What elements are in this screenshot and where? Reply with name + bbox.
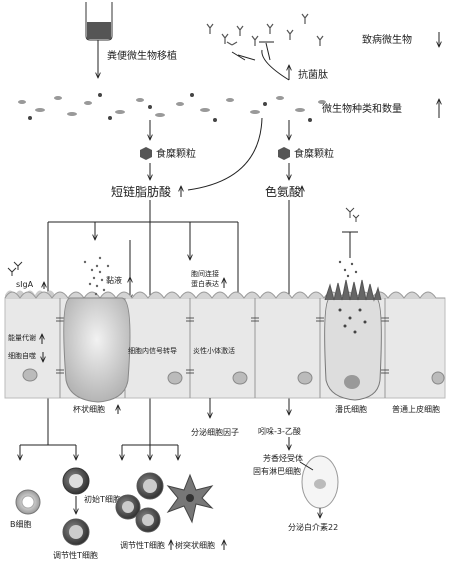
pathogen-label-group: 致病微生物 [362,32,439,47]
ilc-cell [301,455,339,509]
chyme-label-2: 食糜颗粒 [294,147,334,160]
tight-junction-label-1: 胞间连接 [191,269,219,278]
chyme-icon [140,147,152,160]
treg-cell [62,518,90,546]
b-cell [15,489,41,515]
dendritic-cell [166,473,214,524]
dc-label: 树突状细胞 [175,540,215,550]
paneth-cell [324,207,382,401]
secrete-factor-label: 分泌细胞因子 [191,427,239,437]
tryptophan-label: 色氨酸 [265,184,301,199]
il22-label: 分泌白介素22 [288,522,338,532]
autophagy-label: 细胞自噬 [8,351,36,360]
chyme-icon [278,147,290,160]
mucus-label: 黏液 [106,275,122,285]
treg-label-2: 调节性T细胞 [120,540,165,550]
tight-junction-label-2: 蛋白表达 [191,279,219,288]
paneth-label: 潘氏细胞 [335,404,367,414]
goblet-label: 杯状细胞 [73,404,105,414]
chyme-label-1: 食糜颗粒 [156,147,196,160]
antimicrobial-label: 抗菌肽 [298,68,328,81]
scfa-label: 短链脂肪酸 [111,184,171,199]
naive-t-label: 初始T细胞 [84,494,121,504]
treg-label-1: 调节性T细胞 [53,550,98,560]
b-cell-label: B细胞 [10,519,32,529]
diversity-label: 微生物种类和数量 [322,102,402,115]
ilc-label: 固有淋巴细胞 [253,466,301,476]
fmt-label: 粪便微生物移植 [107,49,177,62]
energy-label: 能量代谢 [8,333,36,342]
microbe-band [18,93,326,122]
epithelial-label: 普通上皮细胞 [392,404,440,414]
pathogen-icons [206,13,324,46]
naive-t-cell [62,467,90,495]
siga-icons [7,261,23,276]
treg-cluster [115,472,164,533]
beaker-icon [85,2,113,41]
ahr-label: 芳香烃受体 [263,453,303,463]
pathogen-label: 致病微生物 [362,33,412,46]
inflammasome-label: 炎性小体激活 [193,346,235,355]
goblet-cell [63,256,131,403]
indole-label: 吲哚-3-乙酸 [258,426,301,436]
signal-label: 细胞内信号转导 [128,346,177,355]
siga-label: sIgA [16,280,34,289]
